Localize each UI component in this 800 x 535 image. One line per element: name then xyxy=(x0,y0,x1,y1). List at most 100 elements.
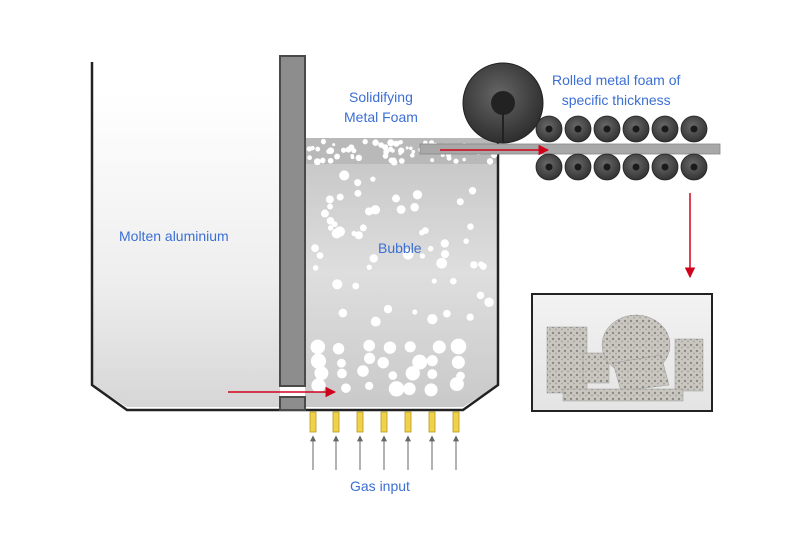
foam-bubble xyxy=(389,157,395,163)
gas-nozzles xyxy=(310,412,459,470)
bubble xyxy=(370,254,378,262)
small-roller-axle xyxy=(633,126,640,133)
gas-nozzle xyxy=(429,412,435,432)
foam-bubble xyxy=(307,146,312,151)
rolled-foam-label: Rolled metal foam of specific thickness xyxy=(552,70,680,110)
plume-bubble xyxy=(406,366,420,380)
big-roller xyxy=(463,63,543,143)
foam-bubble xyxy=(387,139,394,146)
small-roller-axle xyxy=(575,126,582,133)
bubble xyxy=(412,309,417,314)
plume-bubble xyxy=(427,355,438,366)
small-roller-axle xyxy=(662,164,669,171)
bubble xyxy=(332,221,338,227)
bubble xyxy=(367,265,372,270)
foam-bubble xyxy=(487,158,493,164)
gas-nozzle xyxy=(310,412,316,432)
gas-nozzle xyxy=(357,412,363,432)
small-roller-axle xyxy=(546,164,553,171)
bubble xyxy=(371,317,381,327)
bubble xyxy=(311,244,319,252)
plume-bubble xyxy=(314,366,328,380)
plume-bubble xyxy=(427,369,437,379)
foam-bubble xyxy=(321,159,325,163)
bubble xyxy=(332,279,342,289)
molten-aluminium-label: Molten aluminium xyxy=(119,226,229,246)
bubble xyxy=(365,207,373,215)
gas-nozzle xyxy=(453,412,459,432)
bubble xyxy=(354,179,361,186)
plume-bubble xyxy=(364,353,375,364)
bubble xyxy=(441,250,449,258)
foam-bubble xyxy=(430,158,434,162)
molten-aluminium-fill xyxy=(92,92,280,407)
foam-bubble xyxy=(348,144,354,150)
bubble xyxy=(484,297,494,307)
rolled-foam-label-line2: specific thickness xyxy=(552,90,680,110)
bubble xyxy=(354,190,361,197)
gas-input-label: Gas input xyxy=(350,476,410,496)
foam-bubble xyxy=(398,140,402,144)
small-roller-axle xyxy=(691,164,698,171)
foam-bubble xyxy=(453,159,458,164)
bubble xyxy=(321,210,329,218)
bubble xyxy=(370,176,375,181)
small-roller-axle xyxy=(604,164,611,171)
foam-bubble xyxy=(314,158,321,165)
bubble xyxy=(467,314,474,321)
plume-bubble xyxy=(337,369,347,379)
bubble xyxy=(352,283,359,290)
plume-bubble xyxy=(451,339,467,355)
plume-bubble xyxy=(333,343,344,354)
foam-bubble xyxy=(356,155,362,161)
bubble xyxy=(422,227,429,234)
plume-bubble xyxy=(403,382,416,395)
bubble xyxy=(470,261,477,268)
foam-bubble xyxy=(326,149,331,154)
foam-bubble xyxy=(412,150,416,154)
bubble xyxy=(384,305,392,313)
bubble xyxy=(428,246,434,252)
plume-bubble xyxy=(450,377,464,391)
plume-bubble xyxy=(452,356,465,369)
bubble xyxy=(469,187,476,194)
plume-bubble xyxy=(384,341,396,353)
foam-bubble xyxy=(378,142,384,148)
foam-bubble xyxy=(362,139,367,144)
foam-bubble xyxy=(328,158,334,164)
product-photo-illustration xyxy=(533,295,711,410)
gas-nozzle xyxy=(381,412,387,432)
bubble-zone xyxy=(305,140,498,407)
foam-bubble xyxy=(322,141,326,145)
bubble xyxy=(317,252,324,259)
bubble xyxy=(432,279,437,284)
small-roller-axle xyxy=(575,164,582,171)
plume-bubble xyxy=(363,340,375,352)
plume-bubble xyxy=(311,340,326,355)
foam-bubble xyxy=(332,143,335,146)
foam-bubble xyxy=(372,139,379,146)
foam-bubble xyxy=(383,149,389,155)
divider-foot xyxy=(280,397,305,410)
metal-foam-product-photo xyxy=(531,293,713,412)
bubble xyxy=(351,231,356,236)
plume-bubble xyxy=(311,378,325,392)
foam-bubble xyxy=(351,156,355,160)
bubble xyxy=(427,314,437,324)
plume-bubble xyxy=(341,383,351,393)
bubble xyxy=(441,239,449,247)
bubble xyxy=(327,204,333,210)
plume-bubble xyxy=(337,359,346,368)
solidifying-foam-label-line1: Solidifying xyxy=(344,87,418,107)
plume-bubble xyxy=(365,382,373,390)
bubble xyxy=(463,238,469,244)
gas-nozzle xyxy=(405,412,411,432)
bubble xyxy=(334,226,345,237)
small-roller-axle xyxy=(662,126,669,133)
foam-strip xyxy=(420,144,720,154)
bubble xyxy=(397,205,406,214)
bubble xyxy=(413,190,422,199)
rolled-foam-label-line1: Rolled metal foam of xyxy=(552,70,680,90)
plume-bubble xyxy=(357,365,369,377)
plume-bubble xyxy=(389,381,404,396)
